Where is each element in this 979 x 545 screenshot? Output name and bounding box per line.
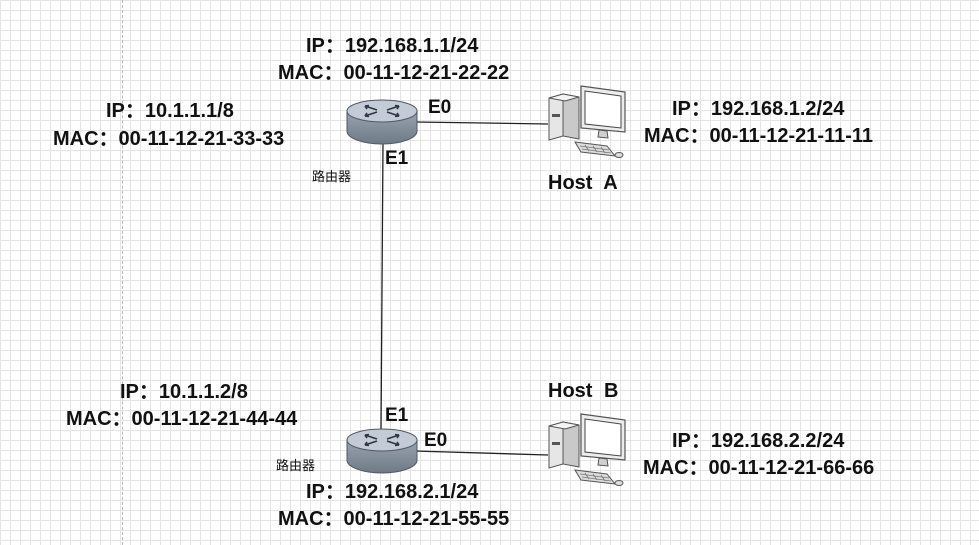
router-b-e0-mac: MAC：00-11-12-21-55-55 [278, 508, 510, 530]
router-a-port-e1: E1 [385, 148, 409, 169]
router-a-e1-mac: MAC：00-11-12-21-33-33 [53, 128, 285, 150]
link-router-a-to-host-a [415, 121, 549, 125]
page-guide-line [122, 0, 123, 545]
host-a-computer-icon[interactable] [545, 84, 630, 162]
router-a-e1-ip: IP：10.1.1.1/8 [106, 100, 234, 122]
host-b-ip: IP：192.168.2.2/24 [672, 430, 845, 452]
router-a-icon[interactable] [345, 98, 419, 146]
router-b-e0-ip: IP：192.168.2.1/24 [306, 481, 479, 503]
router-b-port-e0: E0 [424, 430, 448, 451]
link-router-a-to-router-b [380, 141, 384, 433]
link-router-b-to-host-b [413, 450, 549, 456]
host-a-ip: IP：192.168.1.2/24 [672, 98, 845, 120]
host-a-mac: MAC：00-11-12-21-11-11 [644, 125, 874, 147]
router-a-e0-mac: MAC：00-11-12-21-22-22 [278, 62, 510, 84]
router-b-port-e1: E1 [385, 405, 409, 426]
router-a-type-label: 路由器 [312, 170, 352, 185]
router-a-e0-ip: IP：192.168.1.1/24 [306, 35, 479, 57]
router-b-e1-mac: MAC：00-11-12-21-44-44 [66, 408, 298, 430]
host-b-mac: MAC：00-11-12-21-66-66 [643, 457, 875, 479]
host-b-name: Host B [548, 380, 619, 402]
router-b-type-label: 路由器 [276, 459, 316, 474]
host-b-computer-icon[interactable] [545, 412, 630, 490]
router-a-port-e0: E0 [428, 97, 452, 118]
router-b-e1-ip: IP：10.1.1.2/8 [120, 381, 248, 403]
host-a-name: Host A [548, 172, 618, 194]
router-b-icon[interactable] [345, 427, 419, 475]
